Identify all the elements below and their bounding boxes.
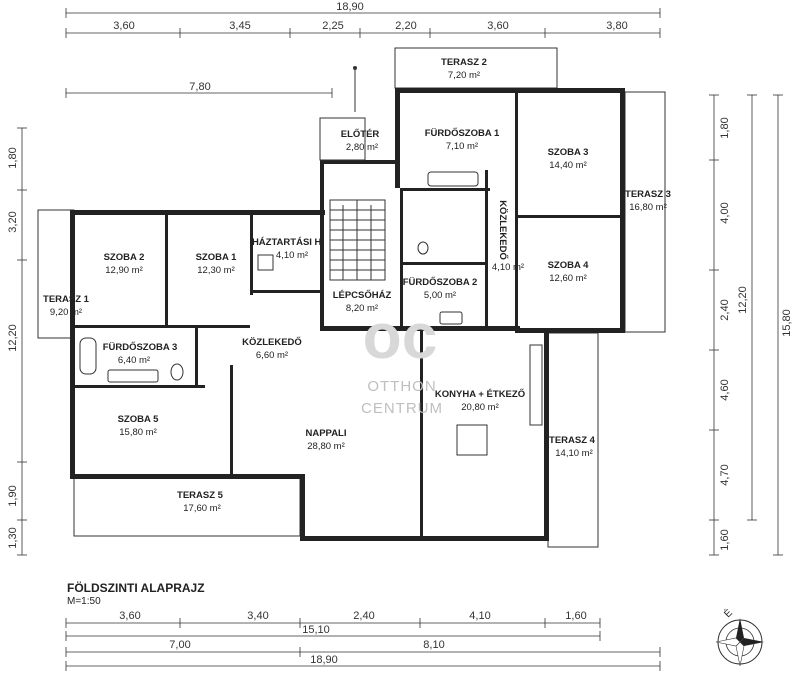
room-area-haztartasi: 4,10 m² [276, 250, 308, 261]
bottom-dim-seg-2: 3,40 [247, 610, 268, 622]
staircase [329, 199, 386, 281]
watermark-line-2: CENTRUM [361, 400, 443, 417]
top-dim-seg-4: 2,20 [395, 20, 416, 32]
bottom-span-b: 7,00 [169, 639, 190, 651]
bottom-span-c: 8,10 [423, 639, 444, 651]
bottom-dimensions: 3,60 3,40 2,40 4,10 1,60 15,10 7,00 8,10… [65, 610, 661, 671]
room-area-lepcsohaz: 8,20 m² [346, 303, 378, 314]
room-name-eloter: ELŐTÉR [341, 128, 380, 140]
top-dim-seg-3: 2,25 [322, 20, 343, 32]
right-outer-dim: 15,80 [781, 309, 793, 337]
room-name-terasz-5: TERASZ 5 [177, 490, 224, 501]
left-dim-3: 12,20 [7, 324, 19, 352]
top-left-span-dim: 7,80 [189, 81, 210, 93]
bottom-dim-seg-4: 4,10 [469, 610, 490, 622]
room-area-furdoszoba-1: 7,10 m² [446, 141, 478, 152]
compass-icon: É [715, 606, 764, 667]
room-area-szoba-5: 15,80 m² [119, 427, 157, 438]
left-dim-5: 1,30 [7, 527, 19, 548]
right-dim-5: 4,70 [719, 464, 731, 485]
left-dim-2: 3,20 [7, 211, 19, 232]
right-mid-dim: 12,20 [737, 286, 749, 314]
room-name-terasz-3: TERASZ 3 [625, 189, 671, 200]
room-area-szoba-3: 14,40 m² [549, 160, 587, 171]
room-name-szoba-4: SZOBA 4 [548, 260, 590, 271]
room-area-terasz-3: 16,80 m² [629, 202, 667, 213]
room-area-szoba-4: 12,60 m² [549, 273, 587, 284]
room-area-kozlekedo-lower: 6,60 m² [256, 350, 288, 361]
room-area-nappali: 28,80 m² [307, 441, 345, 452]
room-name-konyha: KONYHA + ÉTKEZŐ [435, 388, 525, 400]
watermark-line-1: OTTHON [367, 378, 436, 395]
top-dim-seg-2: 3,45 [229, 20, 250, 32]
bottom-span-a: 15,10 [302, 624, 330, 636]
top-dimensions: 18,90 3,60 3,45 2,25 2,20 3,60 3,80 7,80 [65, 1, 661, 98]
room-name-furdoszoba-1: FÜRDŐSZOBA 1 [425, 127, 500, 139]
right-dim-1: 1,80 [719, 117, 731, 138]
bottom-dim-seg-1: 3,60 [119, 610, 140, 622]
room-area-terasz-4: 14,10 m² [555, 448, 593, 459]
top-dim-seg-5: 3,60 [487, 20, 508, 32]
left-dim-1: 1,80 [7, 147, 19, 168]
room-name-terasz-1: TERASZ 1 [43, 294, 90, 305]
room-name-szoba-5: SZOBA 5 [118, 414, 160, 425]
room-name-furdoszoba-2: FÜRDŐSZOBA 2 [403, 276, 478, 288]
room-name-furdoszoba-3: FÜRDŐSZOBA 3 [103, 341, 178, 353]
room-name-lepcsohaz: LÉPCSŐHÁZ [333, 289, 392, 301]
room-name-haztartasi: HÁZTARTÁSI H. [252, 237, 324, 248]
room-name-kozlekedo-lower: KÖZLEKEDŐ [242, 336, 302, 348]
right-dim-2: 4,00 [719, 202, 731, 223]
room-name-terasz-4: TERASZ 4 [549, 435, 596, 446]
room-labels: TERASZ 2 7,20 m² ELŐTÉR 2,80 m² FÜRDŐSZO… [43, 57, 671, 514]
room-area-terasz-2: 7,20 m² [448, 70, 480, 81]
room-name-szoba-3: SZOBA 3 [548, 147, 589, 158]
room-name-kozlekedo-upper: KÖZLEKEDŐ [497, 200, 509, 260]
room-area-furdoszoba-2: 5,00 m² [424, 290, 456, 301]
room-area-konyha: 20,80 m² [461, 402, 499, 413]
fixtures [79, 171, 543, 456]
left-dim-4: 1,90 [7, 485, 19, 506]
right-dim-4: 4,60 [719, 379, 731, 400]
room-name-nappali: NAPPALI [306, 428, 347, 439]
top-overall-dim: 18,90 [336, 1, 364, 13]
right-dim-6: 1,60 [719, 529, 731, 550]
room-area-terasz-5: 17,60 m² [183, 503, 221, 514]
top-dim-seg-6: 3,80 [606, 20, 627, 32]
right-dimensions: 1,80 4,00 2,40 4,60 4,70 1,60 12,20 15,8… [709, 94, 793, 556]
room-area-eloter: 2,80 m² [346, 142, 378, 153]
room-area-szoba-1: 12,30 m² [197, 265, 235, 276]
bottom-overall-dim: 18,90 [310, 654, 338, 666]
right-dim-3: 2,40 [719, 299, 731, 320]
room-name-terasz-2: TERASZ 2 [441, 57, 487, 68]
top-dim-seg-1: 3,60 [113, 20, 134, 32]
room-area-szoba-2: 12,90 m² [105, 265, 143, 276]
room-area-terasz-1: 9,20 m² [50, 307, 82, 318]
compass-north-label: É [721, 606, 735, 620]
watermark-logo: oc [363, 300, 438, 372]
bottom-dim-seg-3: 2,40 [353, 610, 374, 622]
room-name-szoba-2: SZOBA 2 [104, 252, 145, 263]
plan-title: FÖLDSZINTI ALAPRAJZ [67, 580, 205, 595]
plan-scale: M=1:50 [67, 596, 101, 607]
left-dimensions: 1,80 3,20 12,20 1,90 1,30 [7, 127, 27, 556]
watermark: oc OTTHON CENTRUM [361, 300, 443, 417]
room-name-szoba-1: SZOBA 1 [196, 252, 238, 263]
walls [70, 88, 625, 541]
room-area-furdoszoba-3: 6,40 m² [118, 355, 150, 366]
bottom-dim-seg-5: 1,60 [565, 610, 586, 622]
room-area-kozlekedo-upper: 4,10 m² [492, 262, 524, 273]
